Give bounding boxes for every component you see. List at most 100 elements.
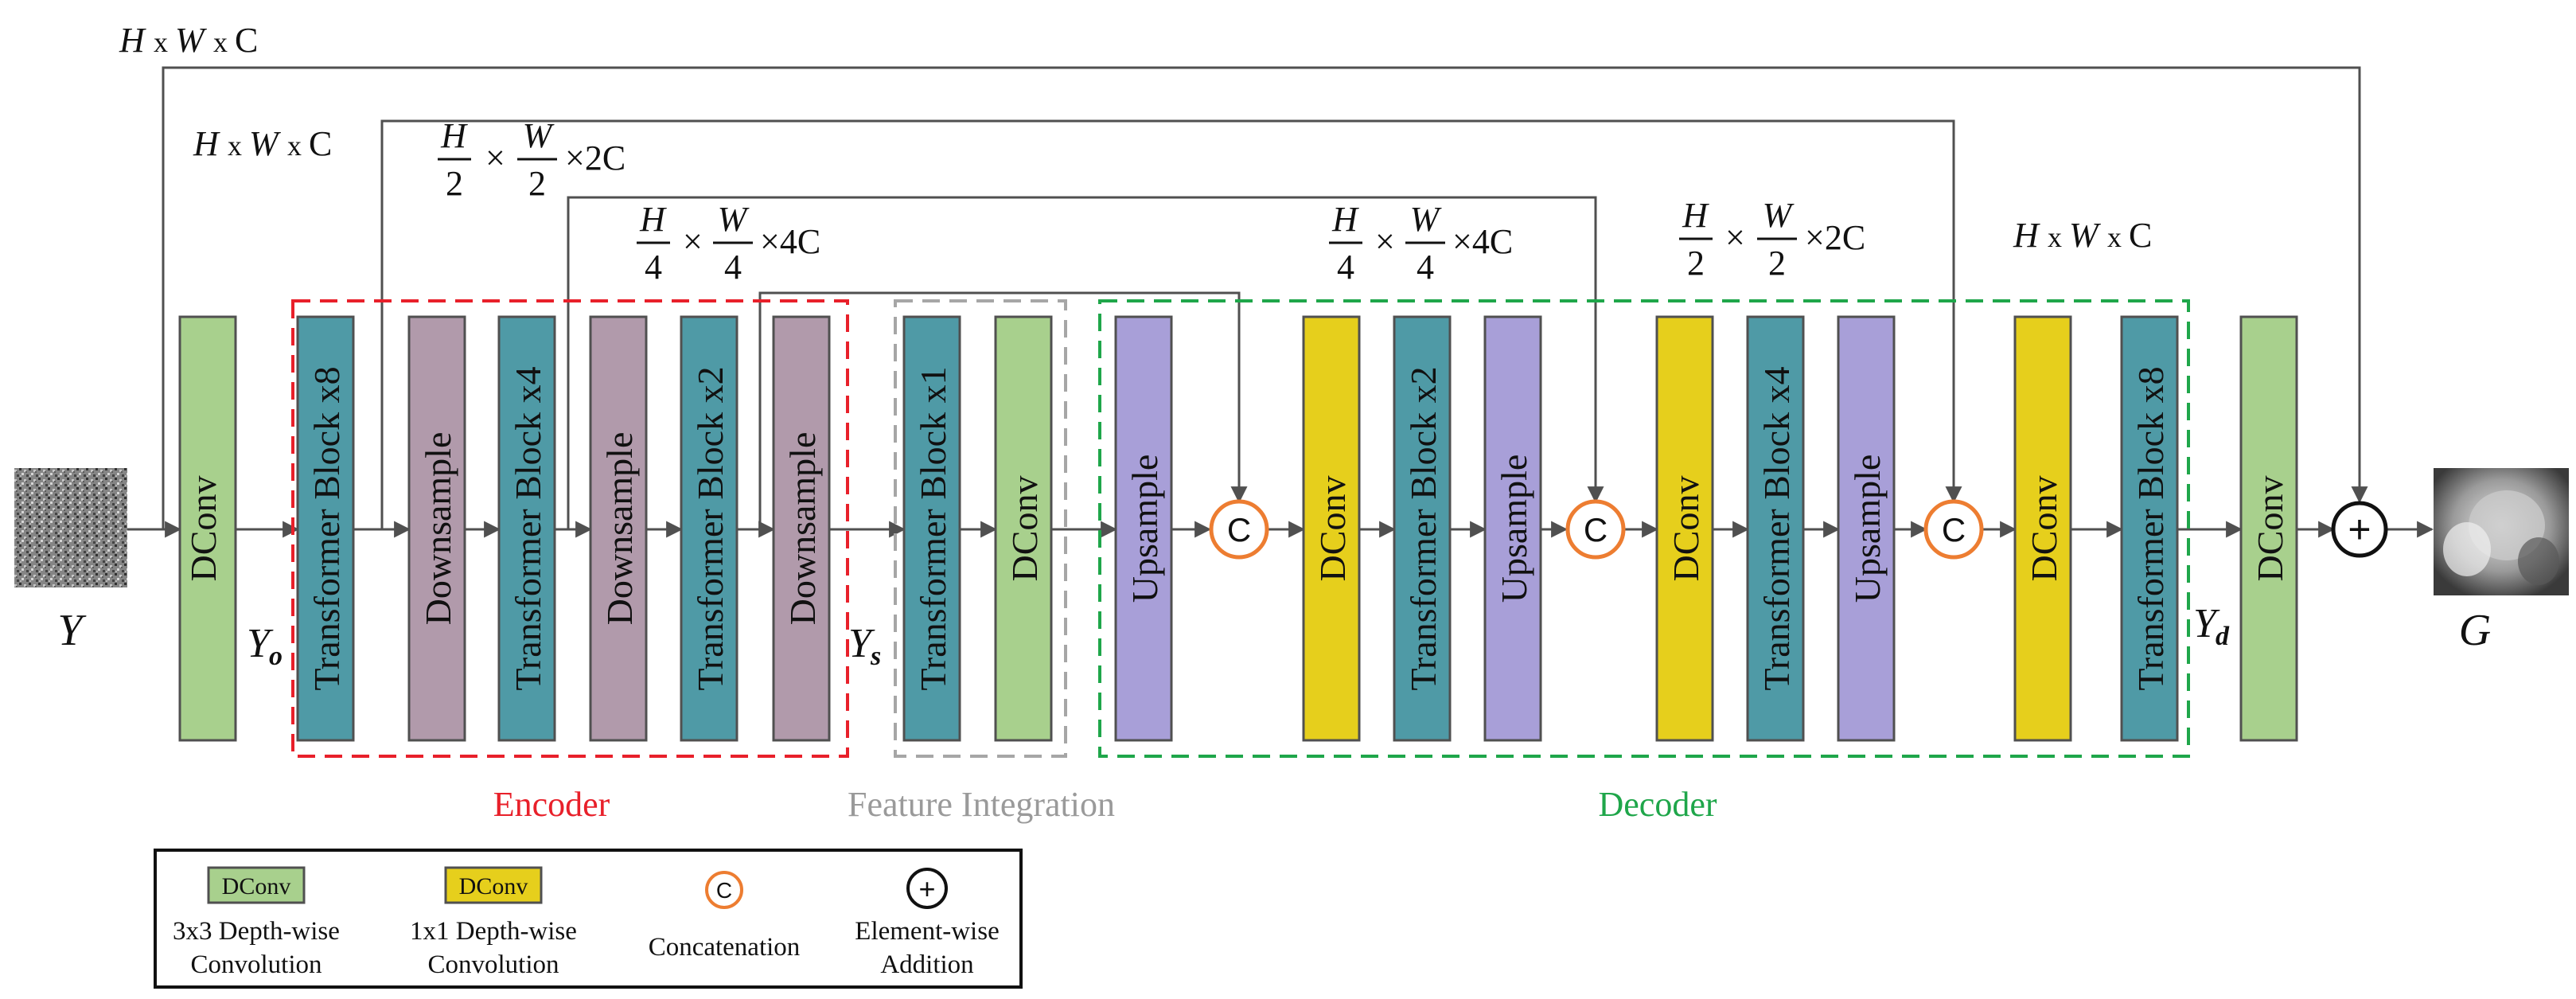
svg-text:2: 2	[1687, 244, 1705, 283]
svg-text:H: H	[639, 200, 667, 239]
svg-text:+: +	[2348, 507, 2371, 552]
svg-text:Transformer Block x2: Transformer Block x2	[1403, 366, 1444, 690]
svg-text:×: ×	[485, 139, 505, 178]
svg-text:3x3 Depth-wise: 3x3 Depth-wise	[173, 917, 340, 946]
svg-text:DConv: DConv	[1312, 476, 1353, 582]
dconv-1x1-block-3: DConv	[2013, 315, 2072, 742]
svg-text:Concatenation: Concatenation	[649, 933, 801, 962]
svg-text:2: 2	[1768, 244, 1786, 283]
dim-label-half-decoder: H 2 × W 2 ×2C	[1679, 196, 1865, 283]
svg-text:DConv: DConv	[1666, 476, 1706, 582]
svg-text:×4C: ×4C	[760, 222, 820, 261]
decoder-box	[1098, 299, 2190, 758]
dim-label-half-encoder: H 2 × W 2 ×2C	[438, 116, 625, 203]
upsample-block-1: Upsample	[1114, 315, 1173, 742]
svg-text:Downsample: Downsample	[418, 432, 458, 626]
svg-text:o: o	[269, 642, 283, 671]
svg-text:Transformer Block x1: Transformer Block x1	[913, 366, 953, 690]
svg-text:Upsample: Upsample	[1494, 455, 1534, 603]
svg-text:DConv: DConv	[222, 873, 291, 899]
svg-text:x: x	[154, 26, 168, 58]
svg-text:DConv: DConv	[1004, 476, 1045, 582]
svg-text:4: 4	[1417, 248, 1434, 287]
transformer-block-x2-enc: Transformer Block x2	[680, 315, 739, 742]
skip-connections	[162, 66, 2368, 529]
svg-text:+: +	[918, 872, 935, 905]
concat-node-3: C	[1923, 499, 1984, 560]
svg-text:DConv: DConv	[2024, 476, 2064, 582]
output-label-g: G	[2459, 606, 2491, 655]
transformer-block-x1: Transformer Block x1	[902, 315, 961, 742]
concat-node-1: C	[1209, 499, 1269, 560]
svg-text:4: 4	[1337, 248, 1354, 287]
transformer-block-x8-dec: Transformer Block x8	[2120, 315, 2179, 742]
dconv-block-output: DConv	[2239, 315, 2298, 742]
svg-text:x: x	[2048, 221, 2062, 253]
dim-label-top-outer: H x W x C	[119, 21, 258, 60]
svg-text:x: x	[228, 130, 242, 162]
transformer-block-x8-enc: Transformer Block x8	[296, 315, 355, 742]
legend: DConv 3x3 Depth-wise Convolution DConv 1…	[154, 849, 1023, 989]
svg-text:×2C: ×2C	[1805, 218, 1865, 257]
dconv-block-integration: DConv	[994, 315, 1053, 742]
label-y-d: Y d	[2193, 601, 2230, 651]
svg-text:W: W	[718, 200, 750, 239]
decoder-label: Decoder	[1598, 785, 1717, 824]
svg-text:C: C	[1942, 511, 1966, 548]
svg-text:W: W	[2069, 216, 2101, 255]
dim-label-top-inner: H x W x C	[193, 124, 332, 163]
svg-text:×4C: ×4C	[1452, 222, 1513, 261]
svg-text:Addition: Addition	[880, 950, 973, 979]
addition-node: +	[2331, 501, 2388, 558]
transformer-block-x2-dec: Transformer Block x2	[1393, 315, 1452, 742]
clean-output-image	[2434, 468, 2569, 595]
input-label-y: Y	[57, 606, 87, 655]
dim-label-quarter-decoder: H 4 × W 4 ×4C	[1329, 200, 1513, 287]
downsample-block-2: Downsample	[589, 315, 648, 742]
svg-text:C: C	[2129, 216, 2152, 255]
svg-text:C: C	[309, 124, 332, 163]
svg-text:x: x	[287, 130, 302, 162]
svg-text:H: H	[1682, 196, 1709, 235]
feature-integration-box	[894, 299, 1067, 758]
svg-text:W: W	[1410, 200, 1442, 239]
svg-text:H: H	[1331, 200, 1359, 239]
svg-text:×: ×	[683, 222, 703, 261]
svg-text:2: 2	[528, 164, 546, 203]
svg-text:Transformer Block x2: Transformer Block x2	[690, 366, 731, 690]
svg-text:C: C	[1584, 511, 1608, 548]
svg-text:Downsample: Downsample	[782, 432, 823, 626]
svg-text:s: s	[870, 642, 881, 671]
downsample-block-3: Downsample	[772, 315, 831, 742]
svg-text:C: C	[716, 878, 732, 903]
legend-item-dconv-1x1: DConv 1x1 Depth-wise Convolution	[410, 866, 577, 979]
svg-text:Transformer Block x4: Transformer Block x4	[508, 366, 548, 690]
svg-text:4: 4	[645, 248, 662, 287]
dim-label-quarter-encoder: H 4 × W 4 ×4C	[637, 200, 820, 287]
svg-text:C: C	[1227, 511, 1251, 548]
svg-text:4: 4	[724, 248, 742, 287]
svg-text:Convolution: Convolution	[427, 950, 559, 979]
upsample-block-3: Upsample	[1837, 315, 1896, 742]
legend-item-dconv-3x3: DConv 3x3 Depth-wise Convolution	[173, 866, 340, 979]
svg-text:DConv: DConv	[459, 873, 528, 899]
dim-label-decoder-right: H x W x C	[2013, 216, 2152, 255]
svg-text:2: 2	[446, 164, 463, 203]
svg-text:W: W	[249, 124, 281, 163]
svg-text:x: x	[213, 26, 228, 58]
svg-text:Transformer Block x8: Transformer Block x8	[306, 366, 347, 690]
svg-text:DConv: DConv	[183, 476, 224, 582]
svg-text:W: W	[523, 116, 555, 155]
svg-text:Y: Y	[848, 621, 875, 666]
svg-text:×2C: ×2C	[565, 139, 625, 178]
svg-text:W: W	[1763, 196, 1795, 235]
legend-item-concatenation: C Concatenation	[649, 871, 801, 962]
svg-text:Y: Y	[2193, 601, 2220, 646]
svg-text:Upsample: Upsample	[1124, 455, 1165, 603]
svg-text:Transformer Block x8: Transformer Block x8	[2130, 366, 2171, 690]
upsample-block-2: Upsample	[1483, 315, 1542, 742]
transformer-block-x4-enc: Transformer Block x4	[497, 315, 556, 742]
svg-text:×: ×	[1375, 222, 1395, 261]
feature-integration-label: Feature Integration	[848, 785, 1115, 824]
